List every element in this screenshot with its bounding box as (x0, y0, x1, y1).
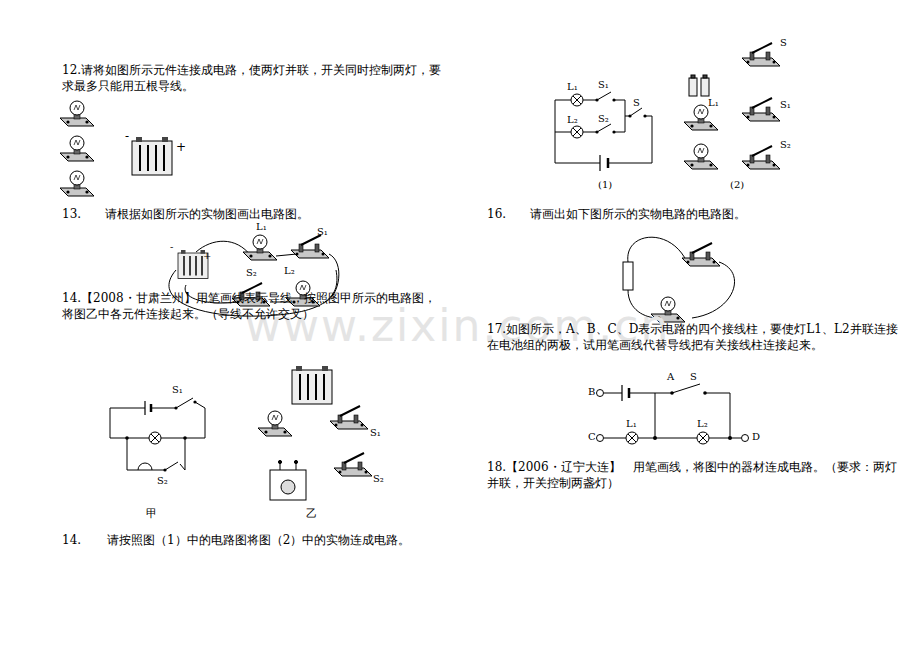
question-text: 18.【2006・辽宁大连】 用笔画线，将图中的器材连成电路。（要求：两灯并联，… (487, 459, 907, 491)
callout-label: - (170, 242, 173, 252)
callout-label: S (633, 98, 640, 108)
question-text: 14. (62, 532, 81, 548)
callout-label: L₂ (567, 115, 578, 125)
callout-label: L₂ (284, 266, 295, 276)
callout-label: S₂ (780, 140, 791, 150)
question-text: 请根据如图所示的实物图画出电路图。 (105, 206, 309, 222)
question-text: 请按照图（1）中的电路图将图（2）中的实物连成电路。 (107, 532, 410, 548)
callout-label: L₁ (567, 82, 578, 92)
callout-label: S₂ (157, 476, 168, 486)
callout-label: 甲 (146, 508, 157, 519)
question-text: 17.如图所示，A、B、C、D表示电路的四个接线柱，要使灯L1、L2并联连接在电… (487, 321, 907, 353)
callout-label: S₁ (172, 385, 183, 395)
callout-label: + (176, 141, 186, 153)
question-text: 16. (487, 206, 506, 222)
callout-label: S₁ (317, 227, 328, 237)
question-text: 13. (62, 206, 81, 222)
callout-label: S₂ (598, 114, 609, 124)
callout-label: D (752, 432, 760, 442)
callout-label: + (203, 251, 211, 261)
callout-label: S (780, 38, 787, 48)
question-text: 12.请将如图所示元件连接成电路，使两灯并联，开关同时控制两灯，要求最多只能用五… (62, 62, 442, 94)
callout-label: S₁ (780, 100, 791, 110)
callout-label: (2) (730, 180, 744, 190)
callout-label: 乙 (306, 508, 317, 519)
callout-label: S₂ (246, 268, 257, 278)
callout-label: S₂ (373, 474, 384, 484)
callout-label: C (588, 432, 596, 442)
callout-label: S₁ (370, 428, 381, 438)
callout-label: - (125, 130, 129, 142)
callout-label: L₁ (256, 222, 267, 232)
callout-label: S (690, 372, 697, 382)
callout-label: L₁ (708, 98, 719, 108)
callout-label: (1) (598, 180, 612, 190)
callout-label: B (588, 387, 595, 397)
callout-label: S₁ (598, 80, 609, 90)
question-text: 14.【2008・甘肃兰州】用笔画线表示导线，按照图甲所示的电路图，将图乙中各元… (62, 290, 442, 322)
callout-label: A (667, 372, 674, 382)
question-text: 请画出如下图所示的实物电路的电路图。 (530, 206, 746, 222)
callout-label: L₂ (697, 419, 708, 429)
callout-label: L₁ (626, 419, 637, 429)
